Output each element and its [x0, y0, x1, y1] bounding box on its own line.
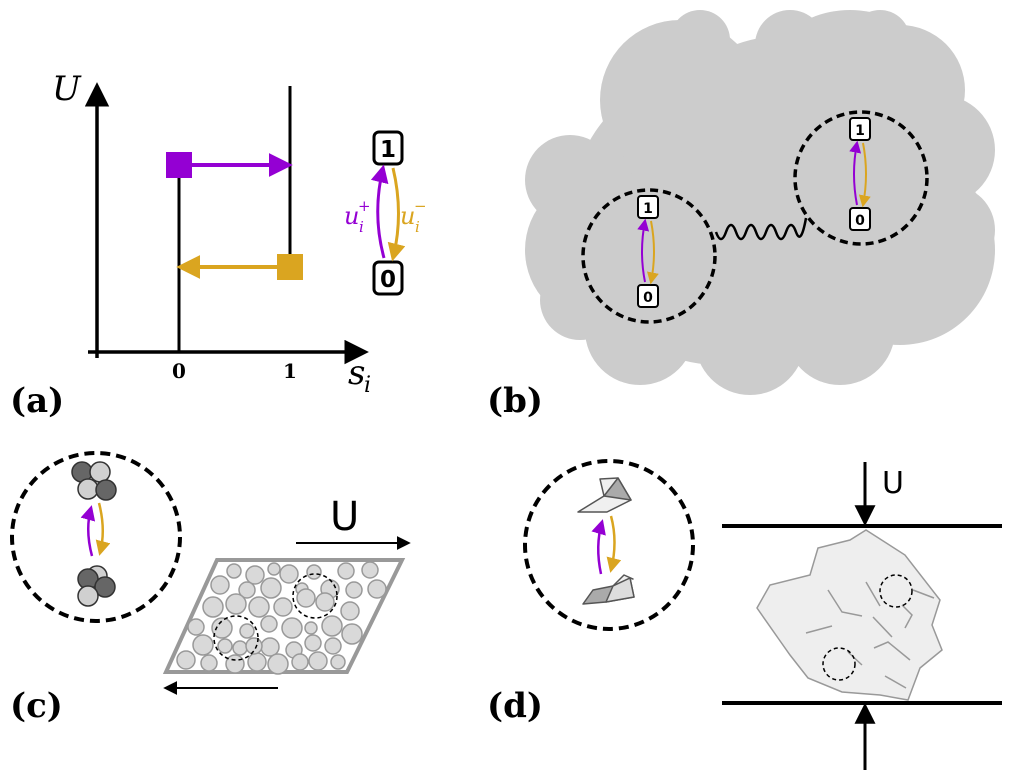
left-rate-down-arrow	[646, 220, 659, 285]
right-state-1-label: 1	[855, 123, 865, 139]
rearrangement-zone-lower	[213, 615, 259, 661]
y-axis-label: U	[52, 69, 82, 109]
particles	[176, 561, 387, 675]
fold-up-arrow	[591, 519, 606, 575]
crease-lines	[805, 581, 935, 689]
fold-zone-circle	[523, 459, 695, 631]
panel-c: U (c)	[10, 451, 411, 726]
fold-zone-upper	[879, 574, 913, 608]
left-state-1-label: 1	[643, 201, 653, 217]
sheet-fold-top	[577, 477, 632, 513]
panel-label-d: (d)	[487, 686, 543, 726]
x-axis-subscript: i	[364, 373, 371, 398]
rate-down-sub: i	[415, 218, 420, 236]
right-element-circle	[793, 110, 929, 246]
down-threshold-marker	[277, 254, 303, 280]
cluster-up-arrow	[80, 505, 96, 557]
panel-d: U (d)	[487, 459, 1002, 770]
x-axis-label: s	[348, 353, 365, 393]
tick-label-1: 1	[283, 359, 297, 383]
state-1-box	[372, 130, 404, 166]
left-state-0-label: 0	[643, 290, 653, 306]
fold-zone-lower	[822, 647, 856, 681]
right-rate-up-arrow	[849, 140, 862, 206]
rate-up-sub: i	[359, 218, 364, 236]
rate-up-sup: +	[358, 197, 371, 215]
shear-drive-label: U	[330, 494, 359, 540]
left-state-0-box	[637, 284, 659, 308]
fold-down-arrow	[606, 515, 622, 573]
left-state-1-box	[637, 195, 659, 219]
state-1-label: 1	[380, 137, 396, 163]
cluster-down-arrow	[95, 502, 111, 556]
compression-drive-label: U	[882, 466, 904, 501]
coupling-spring	[714, 217, 808, 241]
state-0-label: 0	[380, 267, 396, 293]
panel-label-b: (b)	[487, 381, 543, 421]
rearrangement-zone-upper	[292, 573, 338, 619]
particle-packing	[162, 558, 406, 675]
tick-label-0: 0	[172, 359, 186, 383]
rate-up-arrow	[370, 164, 389, 259]
right-state-1-box	[849, 117, 871, 141]
sheet-fold-bottom	[582, 574, 635, 605]
panel-a: U s i 0 1 1 0 u + i u − i (a)	[10, 69, 427, 421]
rate-down-sup: −	[414, 197, 427, 215]
rate-up-label: u	[344, 202, 359, 230]
interaction-medium-cloud	[525, 10, 995, 395]
rearrangement-zone-circle	[10, 451, 182, 623]
panel-label-a: (a)	[10, 381, 64, 421]
right-state-0-box	[849, 207, 871, 231]
up-threshold-marker	[166, 152, 192, 178]
panel-label-c: (c)	[10, 686, 63, 726]
panel-b: 1 0 1 0 (b)	[487, 10, 995, 421]
rate-down-label: u	[400, 202, 415, 230]
right-rate-down-arrow	[858, 142, 871, 208]
cluster-top	[71, 461, 117, 501]
cluster-bottom	[77, 565, 116, 607]
crumpled-sheet	[756, 529, 943, 701]
left-element-circle	[581, 188, 717, 324]
rate-down-arrow	[387, 167, 406, 262]
state-0-box	[372, 260, 404, 296]
left-rate-up-arrow	[637, 218, 650, 283]
right-state-0-label: 0	[855, 213, 865, 229]
